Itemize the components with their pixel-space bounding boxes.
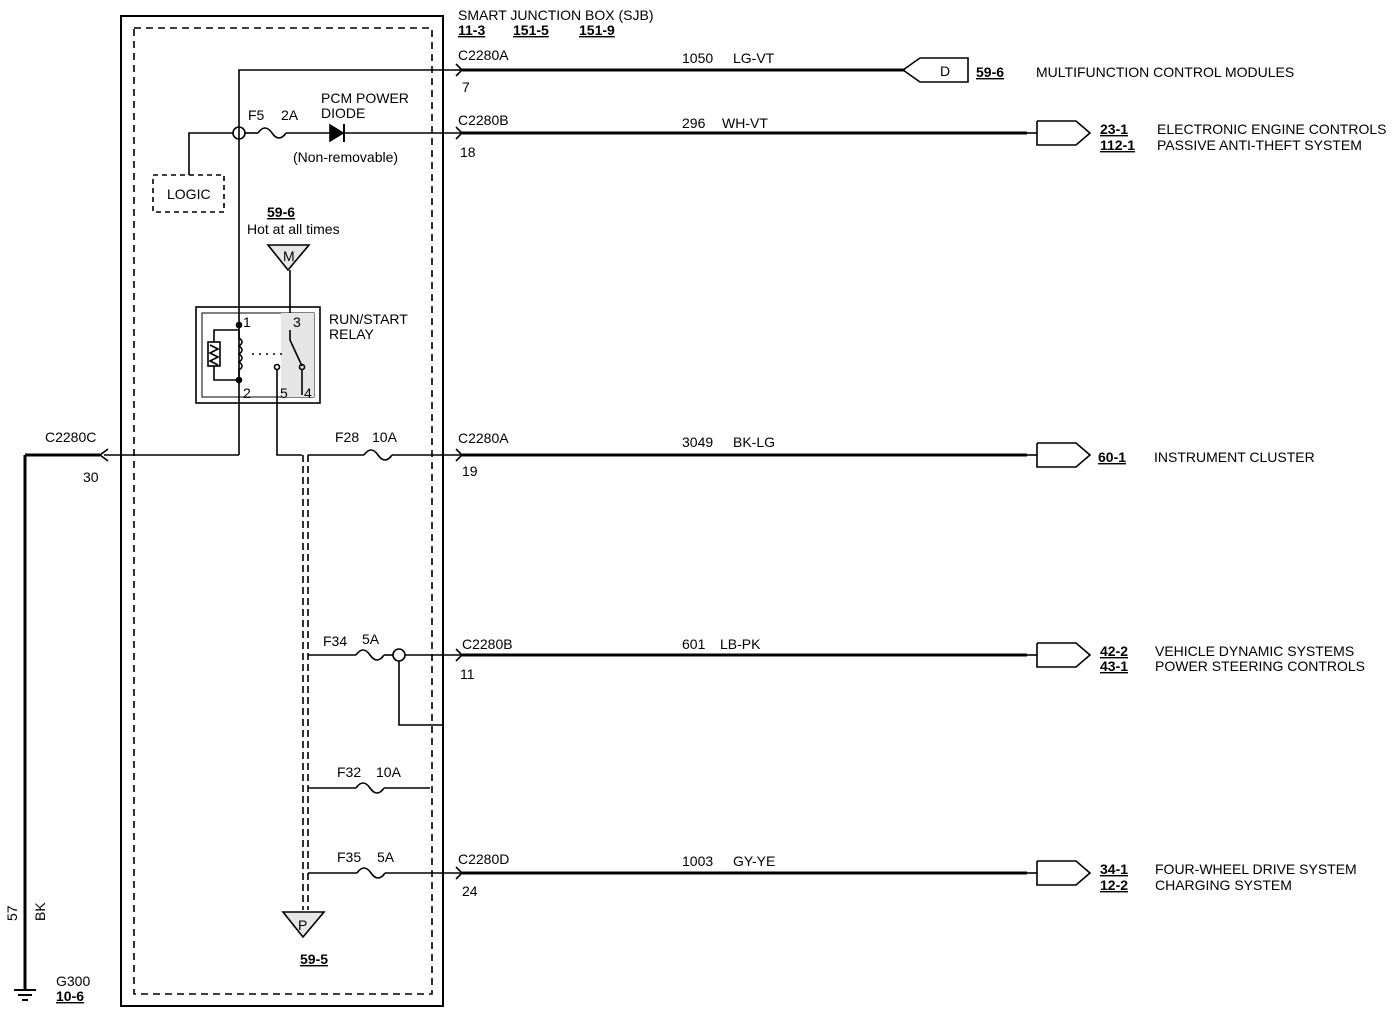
circuit-number: 601: [682, 636, 706, 652]
pin-label: 18: [460, 144, 476, 160]
sjb-ref-2: 151-5: [513, 22, 549, 38]
relay-pin-1: 1: [243, 314, 251, 330]
f5-name: F5: [248, 107, 265, 123]
dest-ref-2: 112-1: [1100, 137, 1135, 153]
hot-pin: M: [283, 248, 295, 264]
relay-pin-2: 2: [243, 385, 251, 401]
connector-label: C2280B: [462, 636, 513, 652]
ground-wire-color: BK: [32, 902, 48, 921]
f5-rating: 2A: [281, 107, 299, 123]
connector-tag: D: [940, 63, 950, 79]
p-bus-triangle: [281, 911, 326, 939]
dest-ref: 42-2: [1100, 643, 1128, 659]
circuit-number: 296: [682, 115, 706, 131]
relay-pin-5: 5: [280, 385, 288, 401]
ground-id: G300: [56, 973, 90, 989]
connector-label: C2280A: [458, 430, 509, 446]
circuit-number: 1050: [682, 50, 713, 66]
sjb-ref-1: 11-3: [458, 22, 485, 38]
circuit-number: 3049: [682, 434, 713, 450]
connector-label: C2280A: [458, 47, 509, 63]
dest-label-2: PASSIVE ANTI-THEFT SYSTEM: [1157, 137, 1362, 153]
dest-label: INSTRUMENT CLUSTER: [1154, 449, 1315, 465]
ground-pin: 30: [83, 469, 99, 485]
fuse-rating: 5A: [377, 849, 395, 865]
diode-label-1: PCM POWER: [321, 90, 409, 106]
p-bus-ref: 59-5: [300, 951, 328, 967]
pin-label: 19: [462, 463, 478, 479]
circuit-number: 1003: [682, 853, 713, 869]
dest-label: FOUR-WHEEL DRIVE SYSTEM: [1155, 861, 1357, 877]
dest-label: VEHICLE DYNAMIC SYSTEMS: [1155, 643, 1354, 659]
pin-label: 7: [462, 79, 470, 95]
connector-label: C2280D: [458, 851, 509, 867]
dest-label-2: POWER STEERING CONTROLS: [1155, 658, 1365, 674]
hot-label: Hot at all times: [247, 221, 340, 237]
dest-ref: 23-1: [1100, 121, 1128, 137]
relay-label-1: RUN/START: [329, 311, 408, 327]
sjb-ref-3: 151-9: [579, 22, 615, 38]
relay-label-2: RELAY: [329, 326, 375, 342]
logic-label: LOGIC: [167, 186, 211, 202]
relay-box: [195, 306, 321, 404]
dest-ref: 60-1: [1098, 449, 1126, 465]
pin-label: 11: [460, 666, 475, 682]
wire-color: GY-YE: [733, 853, 775, 869]
fuse-name: F32: [337, 764, 361, 780]
dest-ref-2: 12-2: [1100, 877, 1128, 893]
diode-note: (Non-removable): [293, 149, 398, 165]
connector-label: C2280B: [458, 112, 509, 128]
fuse-rating: 10A: [376, 764, 402, 780]
pin-label: 24: [462, 883, 478, 899]
diode-label-2: DIODE: [321, 105, 365, 121]
fuse-rating: 5A: [362, 631, 380, 647]
wire-color: BK-LG: [733, 434, 775, 450]
sjb-outline: [120, 15, 444, 1007]
sjb-inner-dashed: [133, 27, 433, 995]
wire-color: LB-PK: [720, 636, 761, 652]
ground-ref: 10-6: [56, 988, 84, 1004]
ground-circuit: 57: [4, 905, 20, 921]
wire-color: WH-VT: [722, 115, 768, 131]
relay-pin-4: 4: [304, 385, 312, 401]
dest-label-2: CHARGING SYSTEM: [1155, 877, 1292, 893]
ground-connector: C2280C: [45, 429, 96, 445]
fuse-name: F34: [323, 633, 347, 649]
fuse-name: F28: [335, 429, 359, 445]
sjb-title: SMART JUNCTION BOX (SJB): [458, 7, 654, 23]
dest-ref: 34-1: [1100, 861, 1128, 877]
dest-label: ELECTRONIC ENGINE CONTROLS: [1157, 121, 1386, 137]
dest-ref-2: 43-1: [1100, 658, 1128, 674]
p-bus-pin: P: [298, 917, 307, 933]
relay-pin-3: 3: [293, 314, 301, 330]
wire-color: LG-VT: [733, 50, 775, 66]
dest-ref: 59-6: [976, 64, 1004, 80]
fuse-name: F35: [337, 849, 361, 865]
hot-ref: 59-6: [267, 204, 295, 220]
dest-label: MULTIFUNCTION CONTROL MODULES: [1036, 64, 1294, 80]
fuse-rating: 10A: [372, 429, 398, 445]
